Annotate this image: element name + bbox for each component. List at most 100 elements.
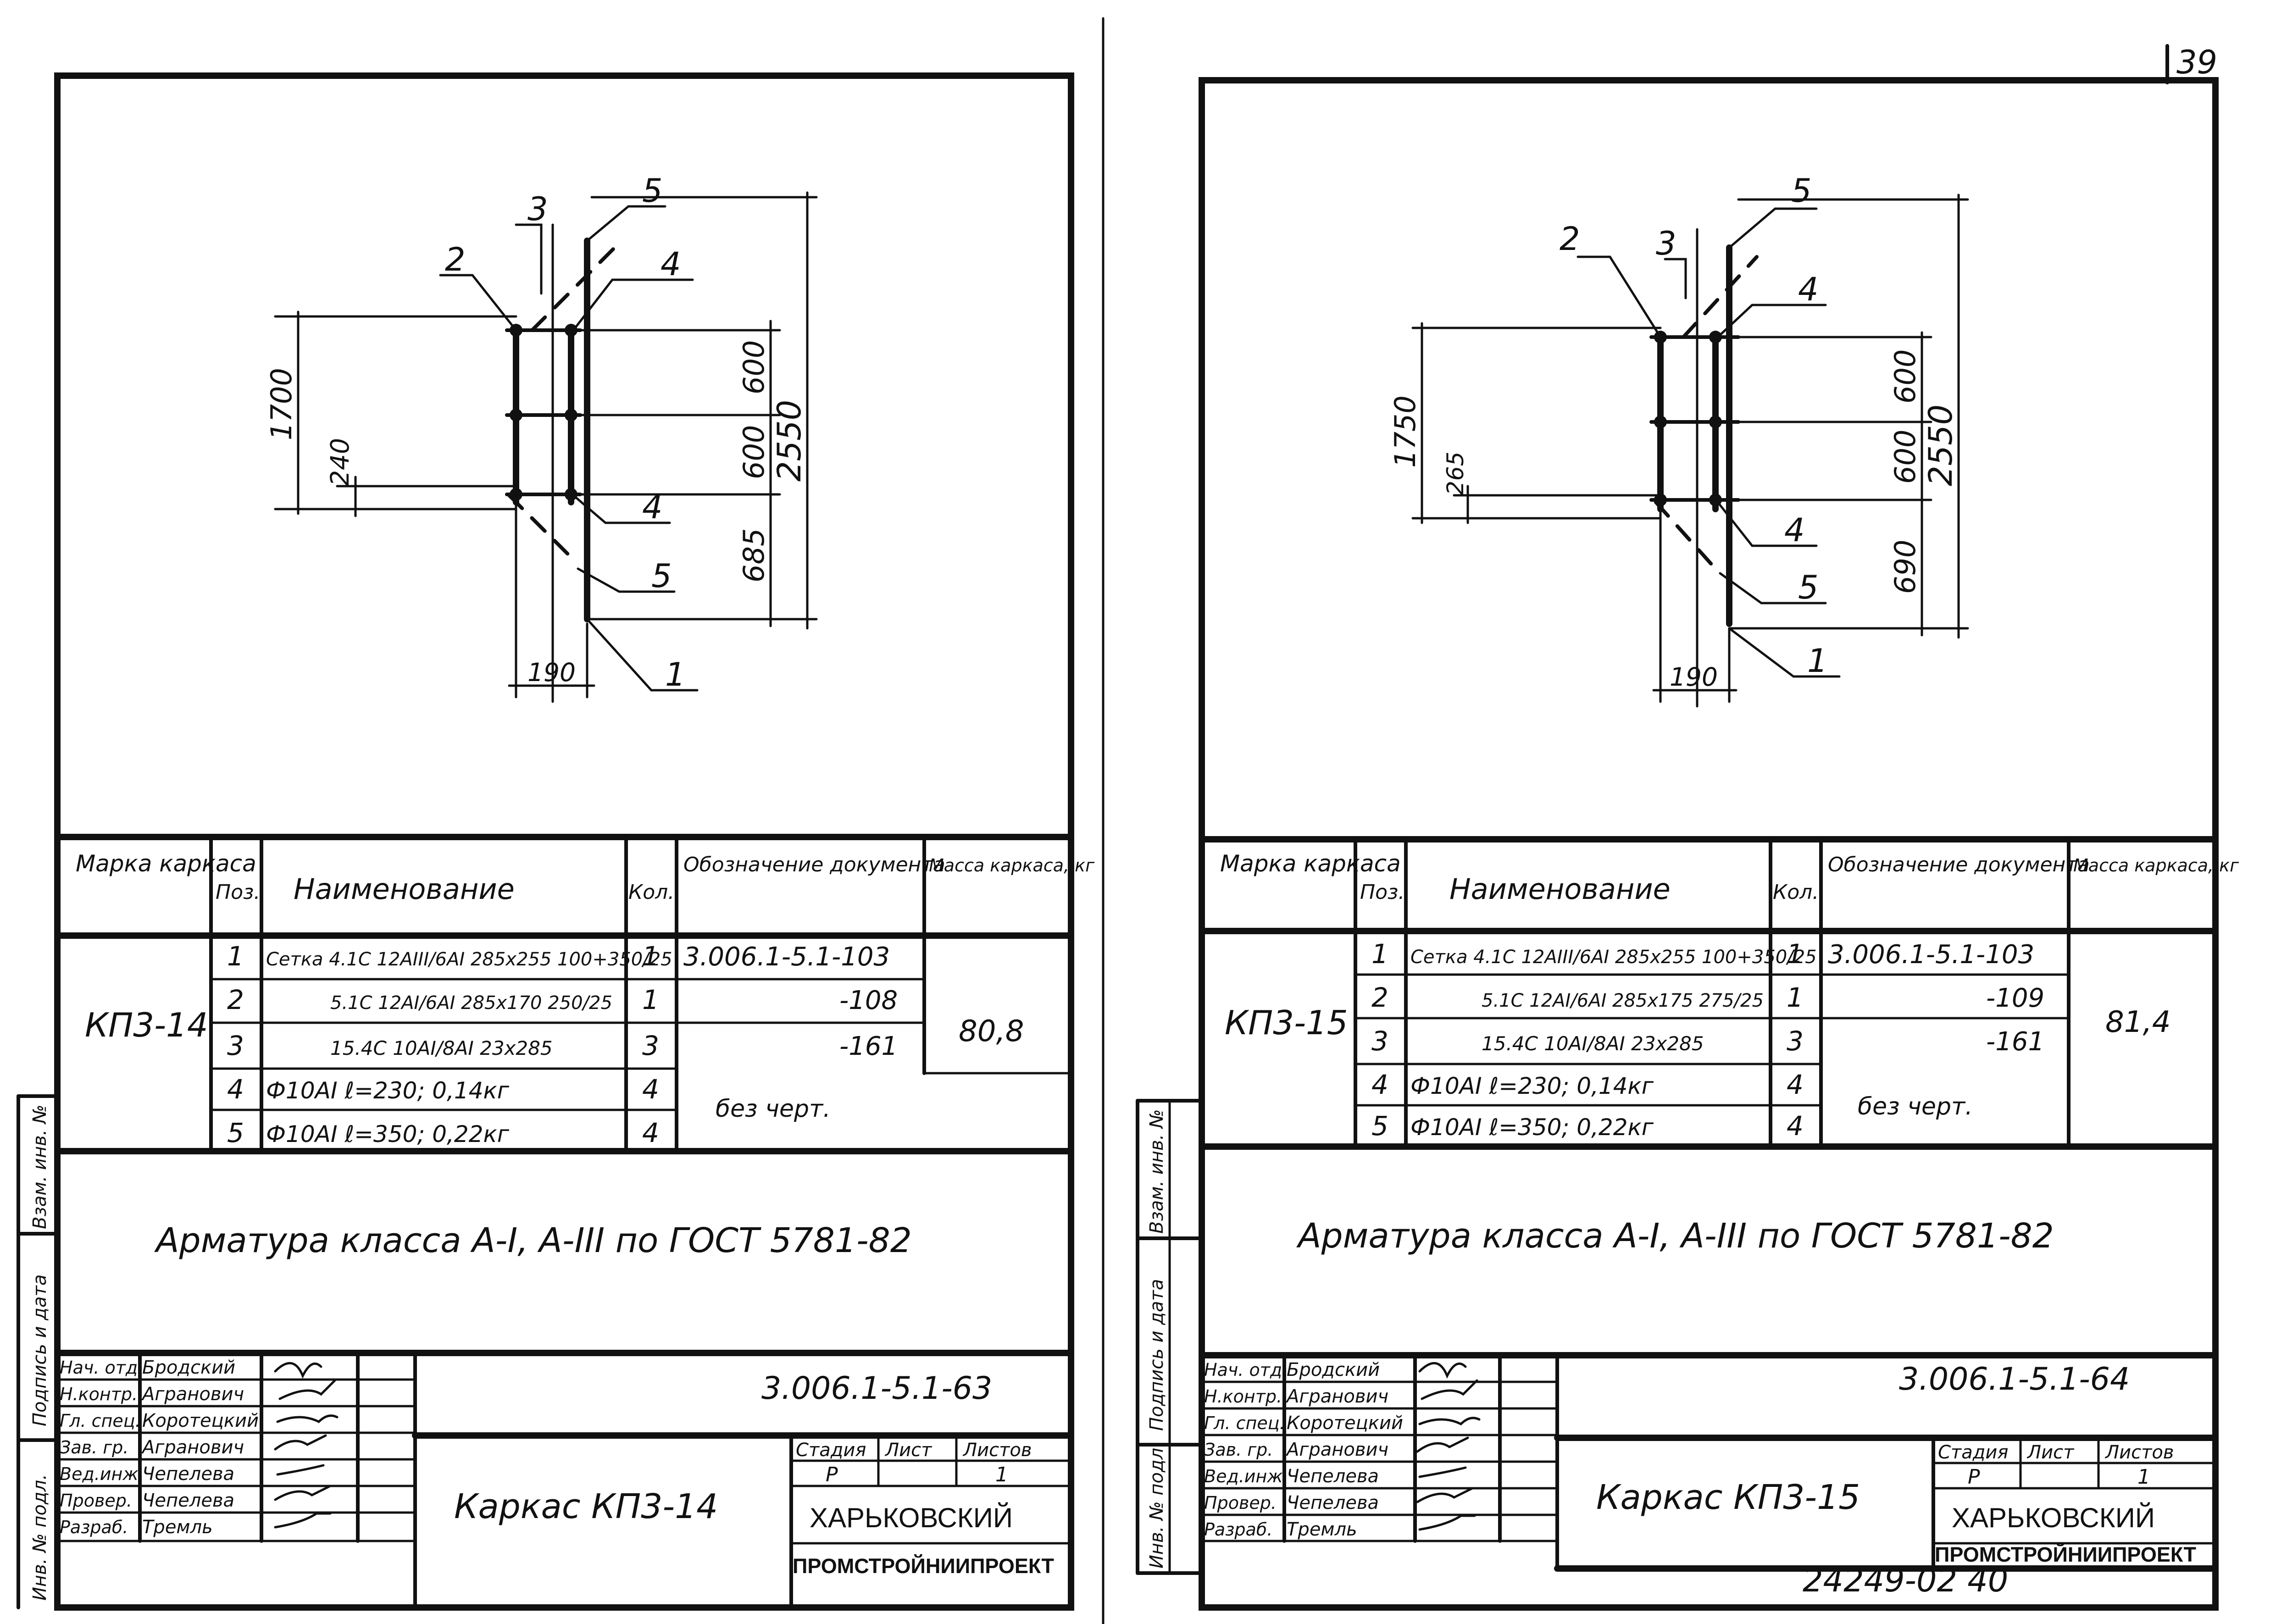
signatures bbox=[1416, 1362, 1481, 1531]
side-stamp: Взам. инв. № Подпись и дата Инв. № подл. bbox=[17, 1094, 59, 1609]
dim-height: 1700 bbox=[265, 368, 298, 440]
row-2-pos: 2 bbox=[1371, 982, 1388, 1013]
name-4: Агранович bbox=[1285, 1439, 1388, 1460]
dim-bottom: 240 bbox=[325, 438, 355, 486]
callout-5-top: 5 bbox=[642, 172, 663, 210]
name-1: Бродский bbox=[142, 1357, 235, 1378]
row-4-qty: 4 bbox=[642, 1074, 659, 1105]
name-3: Коротецкий bbox=[142, 1410, 259, 1431]
role-2: Н.контр. bbox=[1204, 1386, 1282, 1407]
row-1-pos: 1 bbox=[1371, 938, 1388, 970]
callout-1: 1 bbox=[665, 656, 686, 693]
role-1: Нач. отд. bbox=[1204, 1360, 1288, 1380]
row-3-qty: 3 bbox=[642, 1030, 659, 1061]
org-name-2: ПРОМСТРОЙНИИПРОЕКТ bbox=[793, 1554, 1054, 1578]
row-4-name: Ф10АI ℓ=230; 0,14кг bbox=[1410, 1073, 1654, 1099]
sheet-frame bbox=[1199, 77, 2219, 1611]
stamp-signature-date: Подпись и дата bbox=[29, 1275, 50, 1426]
callout-3: 3 bbox=[1656, 225, 1676, 262]
dim-segment-2: 600 bbox=[737, 425, 771, 479]
dim-height: 1750 bbox=[1388, 395, 1422, 468]
row-2-doc: -109 bbox=[1986, 983, 2044, 1013]
page-number: 39 bbox=[2176, 44, 2217, 81]
header-mass: Масса каркаса, кг bbox=[2073, 855, 2239, 876]
callout-4-top: 4 bbox=[661, 245, 681, 283]
row-1-name: Сетка 4.1С 12АIII/6АI 285x255 100+350/25 bbox=[1410, 947, 1817, 968]
name-5: Чепелева bbox=[1287, 1466, 1379, 1487]
stage-label: Стадия bbox=[796, 1440, 866, 1461]
sheet-frame bbox=[54, 72, 1074, 1611]
title-block-text: Нач. отд. Н.контр. Гл. спец. Зав. гр. Ве… bbox=[60, 1357, 1054, 1578]
stage-label: Стадия bbox=[1938, 1442, 2008, 1463]
mark-value: КП3-15 bbox=[1225, 1003, 1348, 1042]
callout-4-bottom: 4 bbox=[642, 488, 663, 526]
row-5-pos: 5 bbox=[227, 1117, 244, 1148]
stamp-orig-inv: Инв. № подл. bbox=[29, 1474, 50, 1601]
dim-width: 190 bbox=[527, 658, 576, 687]
row-1-qty: 1 bbox=[1787, 938, 1804, 970]
stamp-orig-inv: Инв. № подл. bbox=[1146, 1442, 1167, 1569]
row-5-pos: 5 bbox=[1371, 1110, 1388, 1142]
name-3: Коротецкий bbox=[1287, 1413, 1403, 1434]
sheets-value: 1 bbox=[995, 1463, 1008, 1486]
row-2-name: 5.1С 12АI/6АI 285x175 275/25 bbox=[1482, 990, 1764, 1011]
dim-segment-3: 690 bbox=[1888, 540, 1922, 594]
row-1-doc: 3.006.1-5.1-103 bbox=[1828, 940, 2034, 970]
role-5: Вед.инж. bbox=[1204, 1466, 1288, 1486]
dim-segment-3: 685 bbox=[737, 528, 771, 582]
document-code: 3.006.1-5.1-63 bbox=[761, 1370, 992, 1407]
sheet-label: Лист bbox=[884, 1440, 933, 1461]
row-3-doc: -161 bbox=[839, 1031, 898, 1061]
row-2-name: 5.1С 12АI/6АI 285x170 250/25 bbox=[330, 992, 612, 1014]
row-3-pos: 3 bbox=[1371, 1025, 1388, 1057]
name-2: Агранович bbox=[141, 1384, 244, 1405]
org-name-2: ПРОМСТРОЙНИИПРОЕКТ bbox=[1935, 1543, 2196, 1566]
dim-segment-1: 600 bbox=[737, 340, 771, 394]
mark-value: КП3-14 bbox=[85, 1006, 208, 1044]
document-title: Каркас КП3-15 bbox=[1596, 1478, 1860, 1517]
row-4-pos: 4 bbox=[1371, 1069, 1388, 1100]
org-name-1: ХАРЬКОВСКИЙ bbox=[1952, 1502, 2155, 1533]
row-3-doc: -161 bbox=[1986, 1027, 2044, 1057]
row-3-qty: 3 bbox=[1787, 1025, 1804, 1057]
callout-4-top: 4 bbox=[1798, 271, 1819, 308]
dim-total: 2550 bbox=[771, 400, 808, 482]
row-1-qty: 1 bbox=[642, 941, 659, 972]
name-7: Тремль bbox=[1287, 1519, 1357, 1540]
stage-value: Р bbox=[1968, 1465, 1980, 1489]
name-4: Агранович bbox=[141, 1437, 244, 1458]
sheets-label: Листов bbox=[962, 1440, 1032, 1461]
rebar-cage-drawing bbox=[1411, 194, 1969, 708]
role-6: Провер. bbox=[1204, 1493, 1277, 1513]
row-3-name: 15.4С 10АI/8АI 23x285 bbox=[1482, 1032, 1704, 1055]
header-qty: Кол. bbox=[628, 881, 674, 904]
org-name-1: ХАРЬКОВСКИЙ bbox=[810, 1502, 1013, 1533]
specification-text: Марка каркаса Поз. Наименование Кол. Обо… bbox=[1220, 850, 2239, 1142]
drawing-labels: 2 3 4 5 4 5 1 1750 265 190 600 600 690 2… bbox=[1388, 172, 1959, 692]
stamp-signature-date: Подпись и дата bbox=[1146, 1279, 1167, 1431]
rebar-class-note: Арматура класса А-I, А-III по ГОСТ 5781-… bbox=[1296, 1216, 2054, 1256]
role-7: Разраб. bbox=[60, 1517, 128, 1537]
row-2-pos: 2 bbox=[227, 984, 244, 1015]
dim-segment-2: 600 bbox=[1888, 430, 1922, 484]
row-4-doc: без черт. bbox=[716, 1095, 831, 1123]
specification-table bbox=[1199, 836, 2219, 1150]
callout-1: 1 bbox=[1807, 642, 1828, 680]
role-4: Зав. гр. bbox=[60, 1437, 128, 1458]
drawing-labels: 2 3 4 5 4 5 1 1700 240 190 600 600 685 2… bbox=[265, 172, 808, 693]
row-5-name: Ф10АI ℓ=350; 0,22кг bbox=[1410, 1114, 1654, 1141]
header-mark: Марка каркаса bbox=[76, 850, 256, 877]
signatures bbox=[274, 1362, 339, 1529]
row-5-name: Ф10АI ℓ=350; 0,22кг bbox=[266, 1121, 510, 1147]
row-4-name: Ф10АI ℓ=230; 0,14кг bbox=[266, 1077, 510, 1104]
row-2-qty: 1 bbox=[1787, 982, 1804, 1013]
header-mass: Масса каркаса, кг bbox=[929, 855, 1095, 876]
name-6: Чепелева bbox=[142, 1490, 234, 1511]
header-doc: Обозначение документа bbox=[683, 853, 945, 876]
dim-total: 2550 bbox=[1922, 405, 1959, 486]
role-4: Зав. гр. bbox=[1204, 1440, 1273, 1460]
document-code: 3.006.1-5.1-64 bbox=[1899, 1361, 2130, 1397]
document-title: Каркас КП3-14 bbox=[454, 1487, 718, 1526]
header-pos: Поз. bbox=[1360, 881, 1404, 904]
header-mark: Марка каркаса bbox=[1220, 850, 1401, 877]
